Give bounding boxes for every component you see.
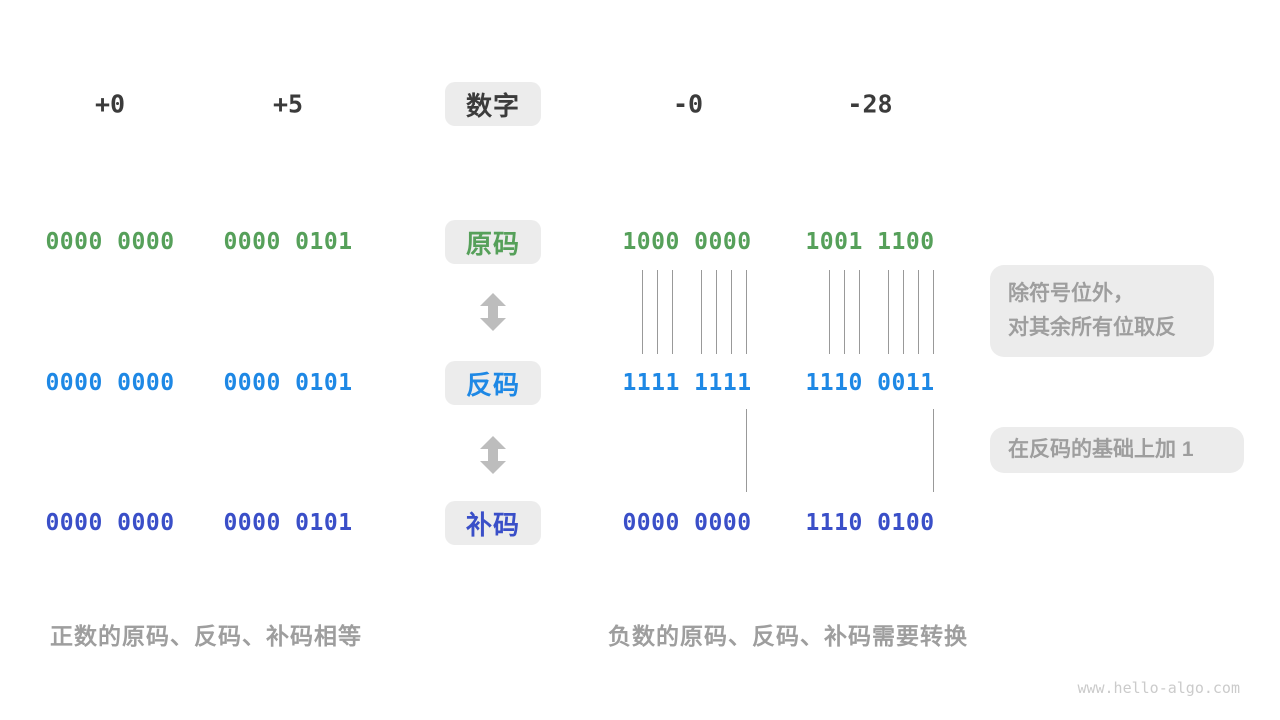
twos-complement-value-minus-28: 1110 0100 xyxy=(805,510,935,536)
invert-bits-note-line2: 对其余所有位取反 xyxy=(1008,316,1176,339)
header-value-minus-0: -0 xyxy=(672,89,704,119)
bit-tick-line xyxy=(829,270,830,354)
watermark: www.hello-algo.com xyxy=(1077,679,1240,697)
ones-complement-value-minus-28: 1110 0011 xyxy=(805,370,935,396)
number-badge-label: 数字 xyxy=(465,90,520,121)
invert-bits-note-line1: 除符号位外， xyxy=(1008,282,1134,305)
add-one-note-label: 在反码的基础上加 1 xyxy=(1008,438,1194,461)
bit-tick-line xyxy=(657,270,658,354)
bit-tick-line xyxy=(642,270,643,354)
swap-arrow-icon xyxy=(479,293,507,331)
twos-complement-value-plus-5: 0000 0101 xyxy=(223,510,353,536)
invert-bits-note: 除符号位外， 对其余所有位取反 xyxy=(990,265,1214,357)
twos-complement-value-plus-0: 0000 0000 xyxy=(45,510,175,536)
sign-magnitude-value-plus-5: 0000 0101 xyxy=(223,229,353,255)
twos-complement-value-minus-0: 0000 0000 xyxy=(622,510,752,536)
bit-tick-line xyxy=(716,270,717,354)
header-value-plus-5: +5 xyxy=(272,89,304,119)
twos-complement-badge-label: 补码 xyxy=(465,509,520,540)
add-one-note: 在反码的基础上加 1 xyxy=(990,427,1244,473)
ones-complement-badge-label: 反码 xyxy=(465,369,520,400)
sign-magnitude-value-plus-0: 0000 0000 xyxy=(45,229,175,255)
bit-tick-line xyxy=(933,270,934,354)
sign-magnitude-badge-label: 原码 xyxy=(465,228,520,259)
bit-tick-line xyxy=(888,270,889,354)
ones-complement-badge: 反码 xyxy=(445,361,541,405)
header-value-minus-28: -28 xyxy=(847,89,893,119)
bit-tick-line xyxy=(918,270,919,354)
add-one-tick-line xyxy=(746,409,747,492)
sign-magnitude-value-minus-0: 1000 0000 xyxy=(622,229,752,255)
bit-tick-line xyxy=(701,270,702,354)
bit-tick-line xyxy=(731,270,732,354)
header-value-plus-0: +0 xyxy=(94,89,126,119)
ones-complement-value-plus-0: 0000 0000 xyxy=(45,370,175,396)
sign-magnitude-value-minus-28: 1001 1100 xyxy=(805,229,935,255)
bit-tick-line xyxy=(746,270,747,354)
add-one-tick-line xyxy=(933,409,934,492)
negative-numbers-caption: 负数的原码、反码、补码需要转换 xyxy=(608,623,968,649)
ones-complement-value-minus-0: 1111 1111 xyxy=(622,370,752,396)
bit-tick-line xyxy=(903,270,904,354)
bit-tick-line xyxy=(844,270,845,354)
positive-numbers-caption: 正数的原码、反码、补码相等 xyxy=(50,623,362,649)
bit-tick-line xyxy=(672,270,673,354)
bit-tick-line xyxy=(859,270,860,354)
ones-complement-value-plus-5: 0000 0101 xyxy=(223,370,353,396)
twos-complement-badge: 补码 xyxy=(445,501,541,545)
sign-magnitude-badge: 原码 xyxy=(445,220,541,264)
number-badge: 数字 xyxy=(445,82,541,126)
swap-arrow-icon xyxy=(479,436,507,474)
